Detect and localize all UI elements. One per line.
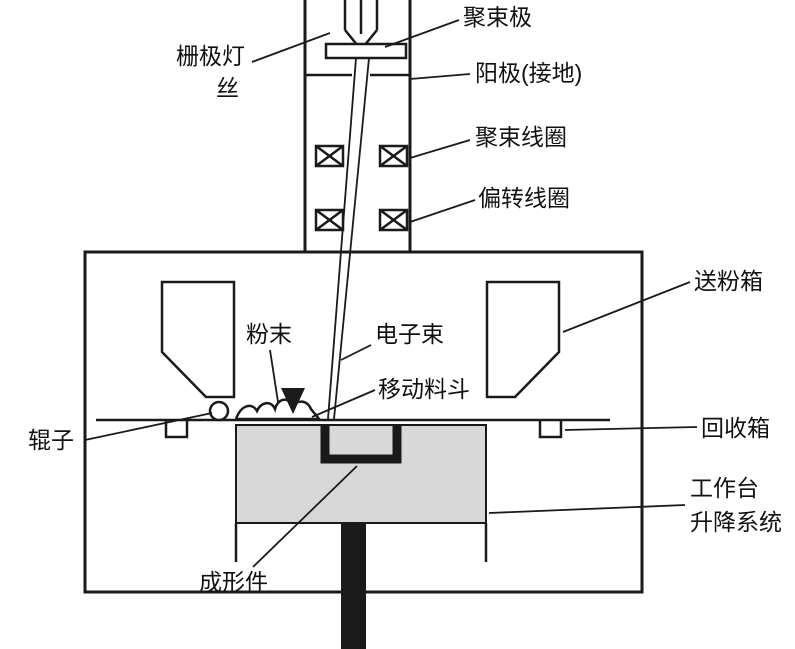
leader-moving-hopper [311,389,376,418]
powder-pile [234,398,322,421]
label-moving-hopper: 移动料斗 [378,376,470,402]
electron-beam-lines [327,57,370,420]
leader-grid-filament [251,32,331,63]
label-roller: 辊子 [28,427,74,453]
label-formed-part: 成形件 [199,569,268,595]
focusing-coil-left [314,144,345,168]
leader-roller [84,412,213,441]
leader-recovery-box [564,426,698,431]
label-grid-filament-l2: 丝 [216,75,239,101]
piston-column [341,523,366,649]
label-worktable-l2: 升降系统 [690,509,782,535]
label-recovery-box: 回收箱 [701,415,770,441]
label-worktable-l1: 工作台 [690,475,759,501]
roller-circle [208,400,230,422]
deflection-coil-right [378,208,409,232]
leader-deflection-coil [409,199,476,223]
label-focusing-coil: 聚束线圈 [475,124,567,150]
formed-part-shape [320,425,402,464]
leader-focusing-electrode [384,19,460,48]
deflection-coil-left [314,208,345,232]
filament [343,0,379,47]
build-tank [235,424,487,524]
powder-hopper-left [160,280,236,399]
label-grid-filament-l1: 栅极灯 [176,43,245,69]
focusing-electrode-plate [324,42,408,60]
leader-electron-beam [340,344,372,361]
recovery-bin-left [164,420,189,439]
label-focusing-electrode: 聚束极 [463,4,532,30]
leader-formed-part [252,465,358,568]
recovery-bin-right [538,420,563,439]
leader-powder [269,349,279,403]
label-anode: 阳极(接地) [475,60,582,86]
moving-hopper-nozzle [281,388,305,414]
leader-anode [409,73,471,80]
leader-worktable [488,504,686,514]
focusing-coil-right [378,144,409,168]
powder-hopper-right [485,280,561,399]
label-deflection-coil: 偏转线圈 [478,185,570,211]
leader-powder-feed-box [562,281,691,333]
leader-focusing-coil [409,139,471,159]
label-powder: 粉末 [246,321,292,347]
label-powder-feed-box: 送粉箱 [694,268,763,294]
label-electron-beam: 电子束 [375,321,444,347]
leader-lines [84,19,698,568]
